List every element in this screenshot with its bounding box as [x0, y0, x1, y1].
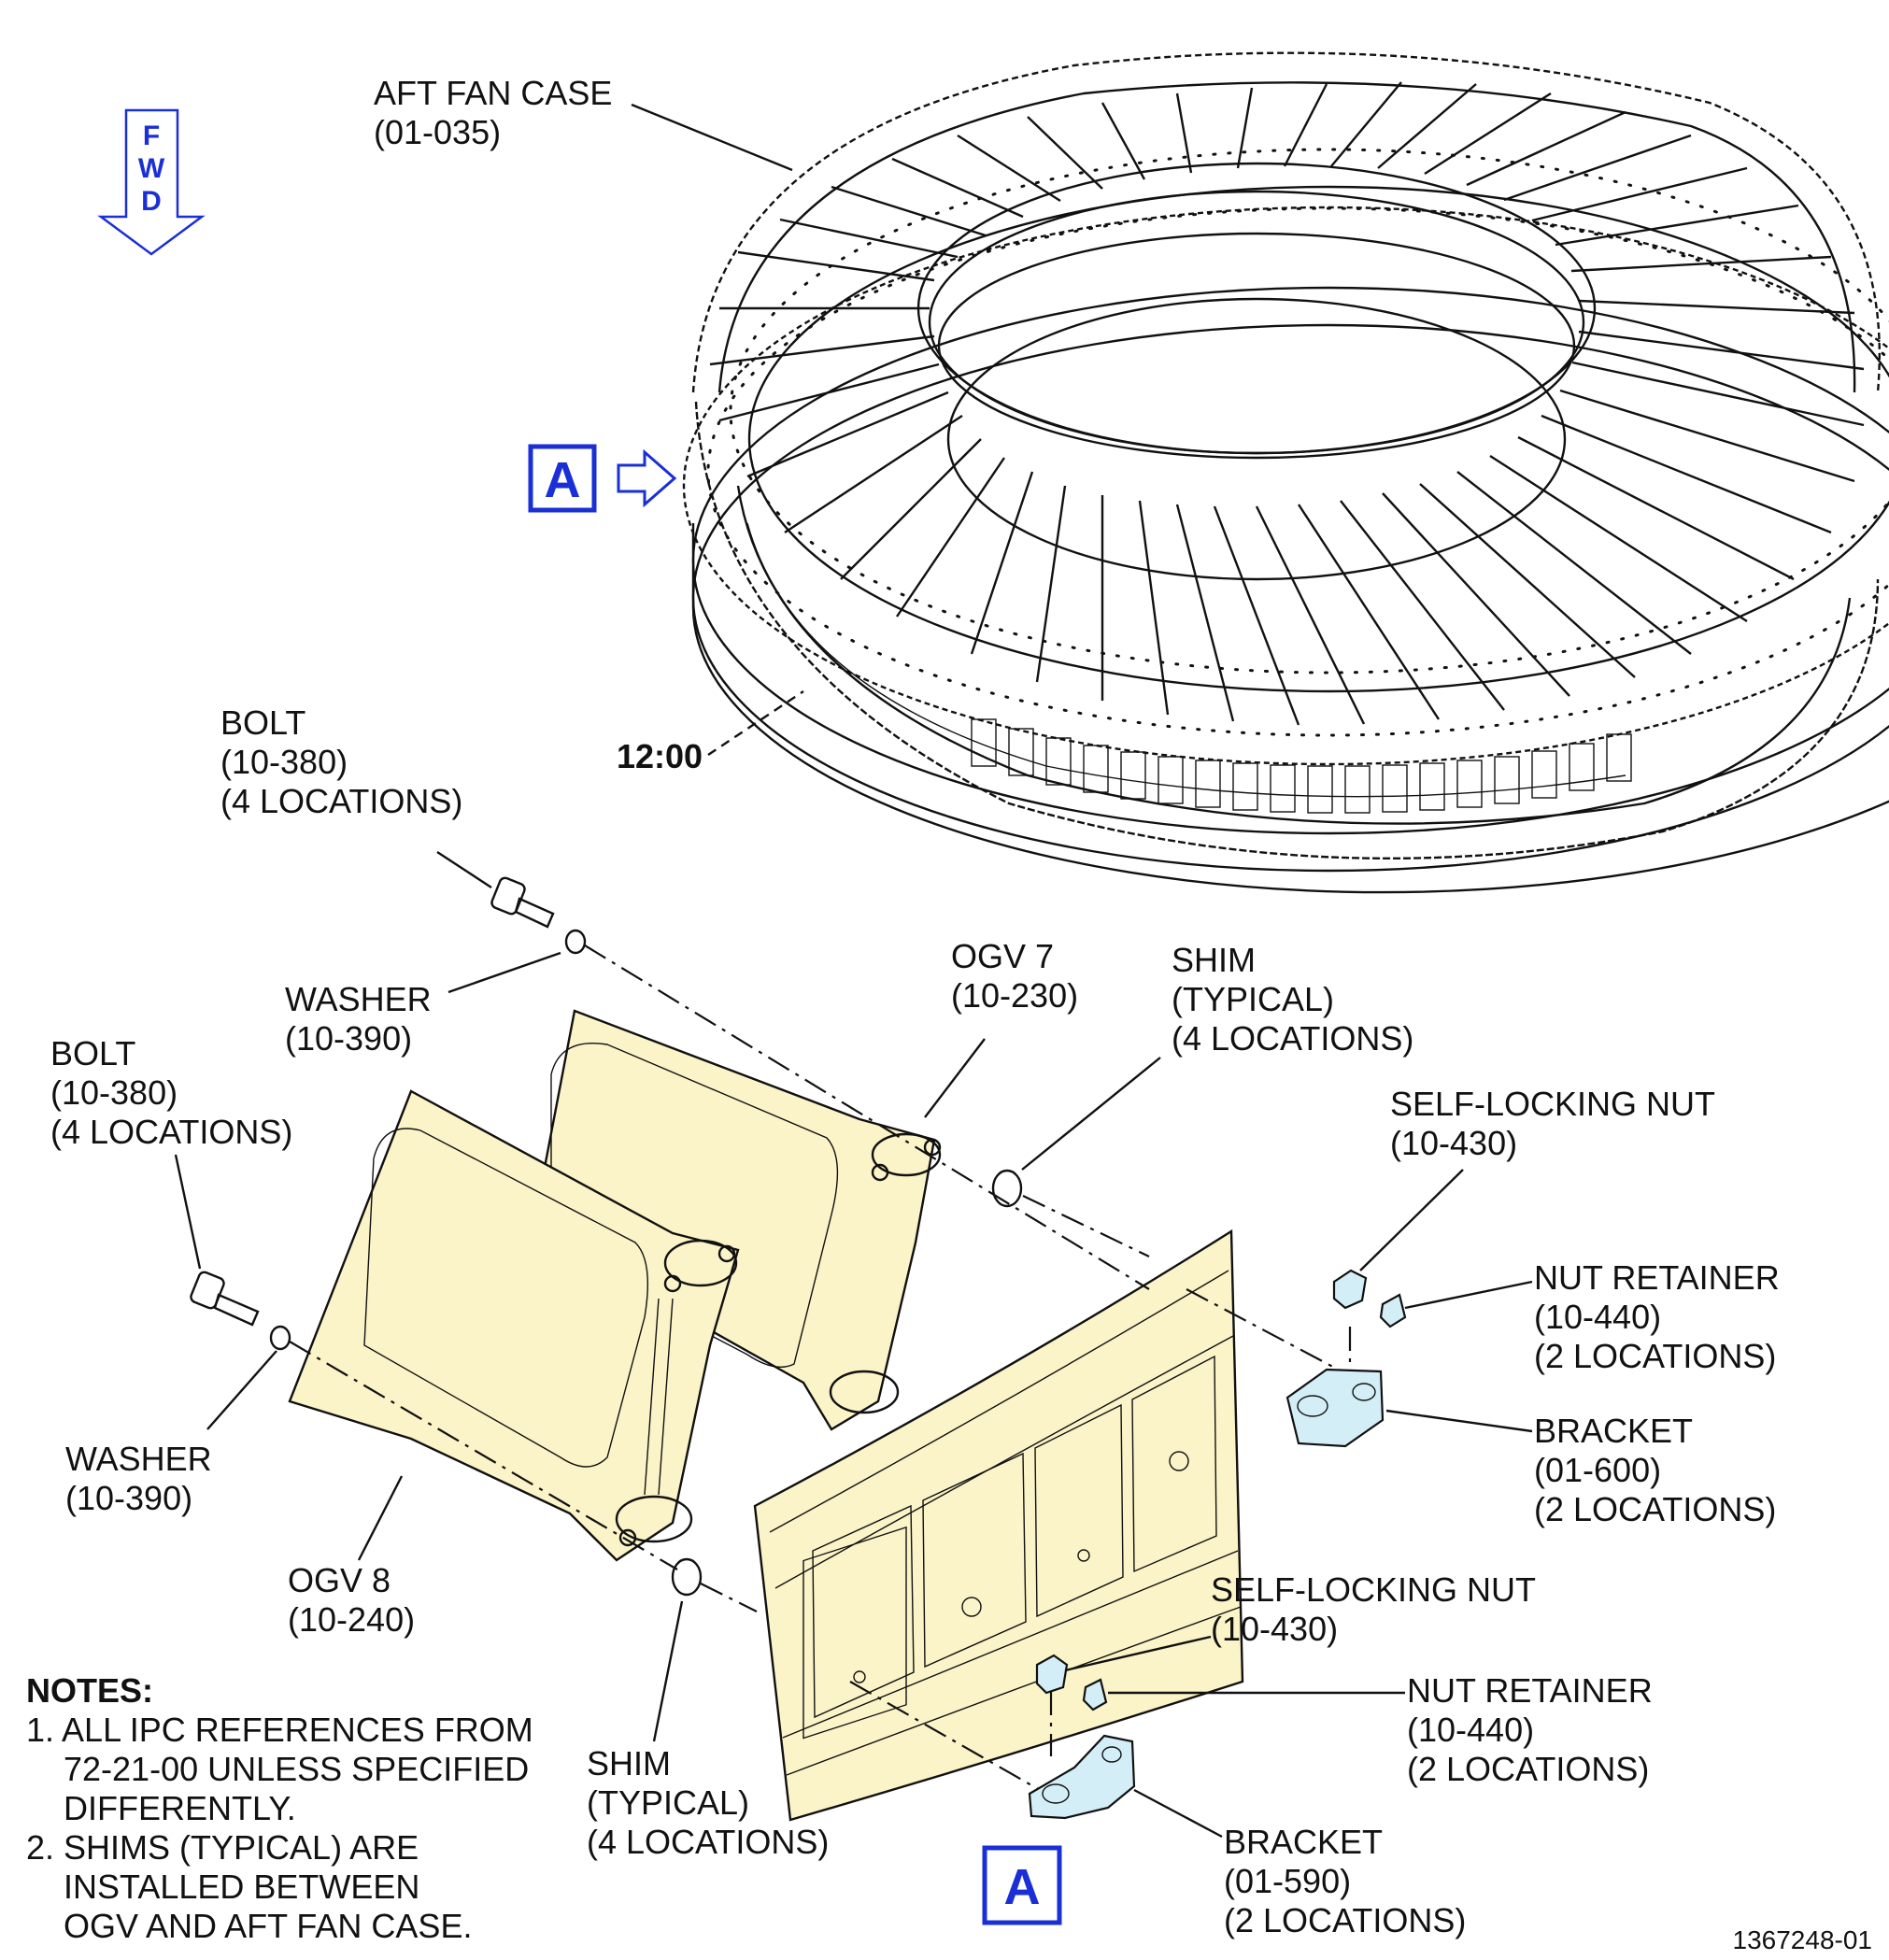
bolt-upper [490, 876, 555, 929]
bracket-lower [1028, 1734, 1136, 1820]
fwd-arrow-indicator: F W D [97, 108, 206, 256]
callout-bolt-left: BOLT (10-380) (4 LOCATIONS) [50, 1034, 292, 1151]
callout-bracket-upper: BRACKET (01-600) (2 LOCATIONS) [1534, 1412, 1776, 1528]
bracket-upper-line-1: BRACKET [1534, 1412, 1693, 1450]
note-line-6: OGV AND AFT FAN CASE. [26, 1907, 472, 1945]
shim-lower-line-3: (4 LOCATIONS) [587, 1823, 829, 1861]
washer-upper-line-2: (10-390) [285, 1019, 412, 1058]
shim-upper-line-1: SHIM [1172, 941, 1256, 979]
view-a-marker-bottom: A [982, 1845, 1062, 1925]
view-a-letter-top: A [545, 452, 581, 508]
bracket-lower-line-2: (01-590) [1224, 1862, 1351, 1900]
ogv8-line-2: (10-240) [288, 1600, 415, 1639]
bolt-left-line-3: (4 LOCATIONS) [50, 1113, 292, 1151]
fwd-letter-1: F [143, 121, 160, 151]
bolt-left [190, 1271, 260, 1327]
bracket-upper [1285, 1368, 1385, 1448]
shim-upper-line-2: (TYPICAL) [1172, 980, 1334, 1018]
bolt-upper-line-2: (10-380) [220, 743, 348, 781]
note-line-5: INSTALLED BETWEEN [26, 1868, 419, 1906]
retainer-lower-line-2: (10-440) [1407, 1711, 1534, 1749]
nut-upper-line-2: (10-430) [1390, 1124, 1517, 1162]
bolt-left-line-2: (10-380) [50, 1073, 178, 1112]
bracket-lower-line-1: BRACKET [1224, 1823, 1383, 1861]
shim-upper [991, 1169, 1023, 1208]
notes-heading: NOTES: [26, 1671, 153, 1710]
callout-retainer-lower: NUT RETAINER (10-440) (2 LOCATIONS) [1407, 1671, 1653, 1788]
view-a-marker-top: A [528, 444, 677, 513]
fwd-letter-3: D [141, 186, 162, 217]
leader-lines [174, 103, 1533, 1839]
bolt-upper-line-1: BOLT [220, 703, 305, 742]
callout-ogv8: OGV 8 (10-240) [288, 1561, 415, 1639]
shim-lower-line-1: SHIM [587, 1744, 671, 1782]
washer-upper-line-1: WASHER [285, 980, 432, 1018]
aft-fan-case-line-1: AFT FAN CASE [374, 74, 612, 112]
callout-nut-upper: SELF-LOCKING NUT (10-430) [1390, 1085, 1715, 1162]
washer-left-line-1: WASHER [65, 1440, 212, 1478]
ogv8-line-1: OGV 8 [288, 1561, 391, 1599]
nut-lower-line-2: (10-430) [1211, 1610, 1338, 1648]
callout-shim-lower: SHIM (TYPICAL) (4 LOCATIONS) [587, 1744, 829, 1861]
nut-lower-line-1: SELF-LOCKING NUT [1211, 1570, 1536, 1609]
callout-bolt-upper: BOLT (10-380) (4 LOCATIONS) [220, 703, 462, 820]
nut-retainer-lower [1082, 1678, 1108, 1711]
bracket-upper-line-3: (2 LOCATIONS) [1534, 1490, 1776, 1528]
clock-position-label: 12:00 [617, 737, 703, 775]
shim-lower-line-2: (TYPICAL) [587, 1783, 749, 1822]
retainer-upper-line-3: (2 LOCATIONS) [1534, 1337, 1776, 1375]
callout-retainer-upper: NUT RETAINER (10-440) (2 LOCATIONS) [1534, 1258, 1780, 1375]
figure-id: 1367248-01 [1733, 1925, 1872, 1954]
nut-retainer-upper [1379, 1293, 1407, 1328]
outlet-guide-vanes [709, 81, 1865, 726]
aft-fan-case-line-2: (01-035) [374, 113, 501, 151]
callout-washer-left: WASHER (10-390) [65, 1440, 212, 1517]
washer-left [269, 1325, 291, 1351]
ogv-8-vane [288, 1089, 740, 1562]
ogv7-line-2: (10-230) [951, 976, 1078, 1015]
fan-case-segment [753, 1229, 1244, 1822]
fwd-letter-2: W [138, 153, 165, 184]
shim-lower [671, 1557, 703, 1597]
self-locking-nut-upper [1332, 1269, 1368, 1310]
aft-fan-case-drawing [683, 51, 1889, 894]
note-line-1: 1. ALL IPC REFERENCES FROM [26, 1711, 533, 1749]
callout-nut-lower: SELF-LOCKING NUT (10-430) [1211, 1570, 1536, 1648]
ogv7-line-1: OGV 7 [951, 937, 1054, 975]
nut-upper-line-1: SELF-LOCKING NUT [1390, 1085, 1715, 1123]
notes-block: NOTES: 1. ALL IPC REFERENCES FROM 72-21-… [26, 1671, 533, 1945]
retainer-lower-line-3: (2 LOCATIONS) [1407, 1750, 1649, 1788]
note-line-4: 2. SHIMS (TYPICAL) ARE [26, 1828, 419, 1867]
case-window-row [971, 718, 1632, 814]
retainer-lower-line-1: NUT RETAINER [1407, 1671, 1653, 1710]
note-line-2: 72-21-00 UNLESS SPECIFIED [26, 1750, 529, 1788]
view-a-letter-bottom: A [1004, 1859, 1041, 1915]
bracket-lower-line-3: (2 LOCATIONS) [1224, 1901, 1466, 1939]
washer-left-line-2: (10-390) [65, 1479, 192, 1517]
retainer-upper-line-2: (10-440) [1534, 1298, 1661, 1336]
self-locking-nut-lower [1035, 1654, 1069, 1695]
callout-shim-upper: SHIM (TYPICAL) (4 LOCATIONS) [1172, 941, 1413, 1058]
bolt-left-line-1: BOLT [50, 1034, 135, 1072]
note-line-3: DIFFERENTLY. [26, 1789, 296, 1827]
retainer-upper-line-1: NUT RETAINER [1534, 1258, 1780, 1297]
callout-bracket-lower: BRACKET (01-590) (2 LOCATIONS) [1224, 1823, 1466, 1939]
bracket-upper-line-2: (01-600) [1534, 1451, 1661, 1489]
callout-aft-fan-case: AFT FAN CASE (01-035) [374, 74, 612, 151]
bolt-upper-line-3: (4 LOCATIONS) [220, 782, 462, 820]
shim-upper-line-3: (4 LOCATIONS) [1172, 1019, 1413, 1058]
callout-washer-upper: WASHER (10-390) [285, 980, 432, 1058]
washer-upper [564, 929, 587, 955]
callout-ogv7: OGV 7 (10-230) [951, 937, 1078, 1015]
